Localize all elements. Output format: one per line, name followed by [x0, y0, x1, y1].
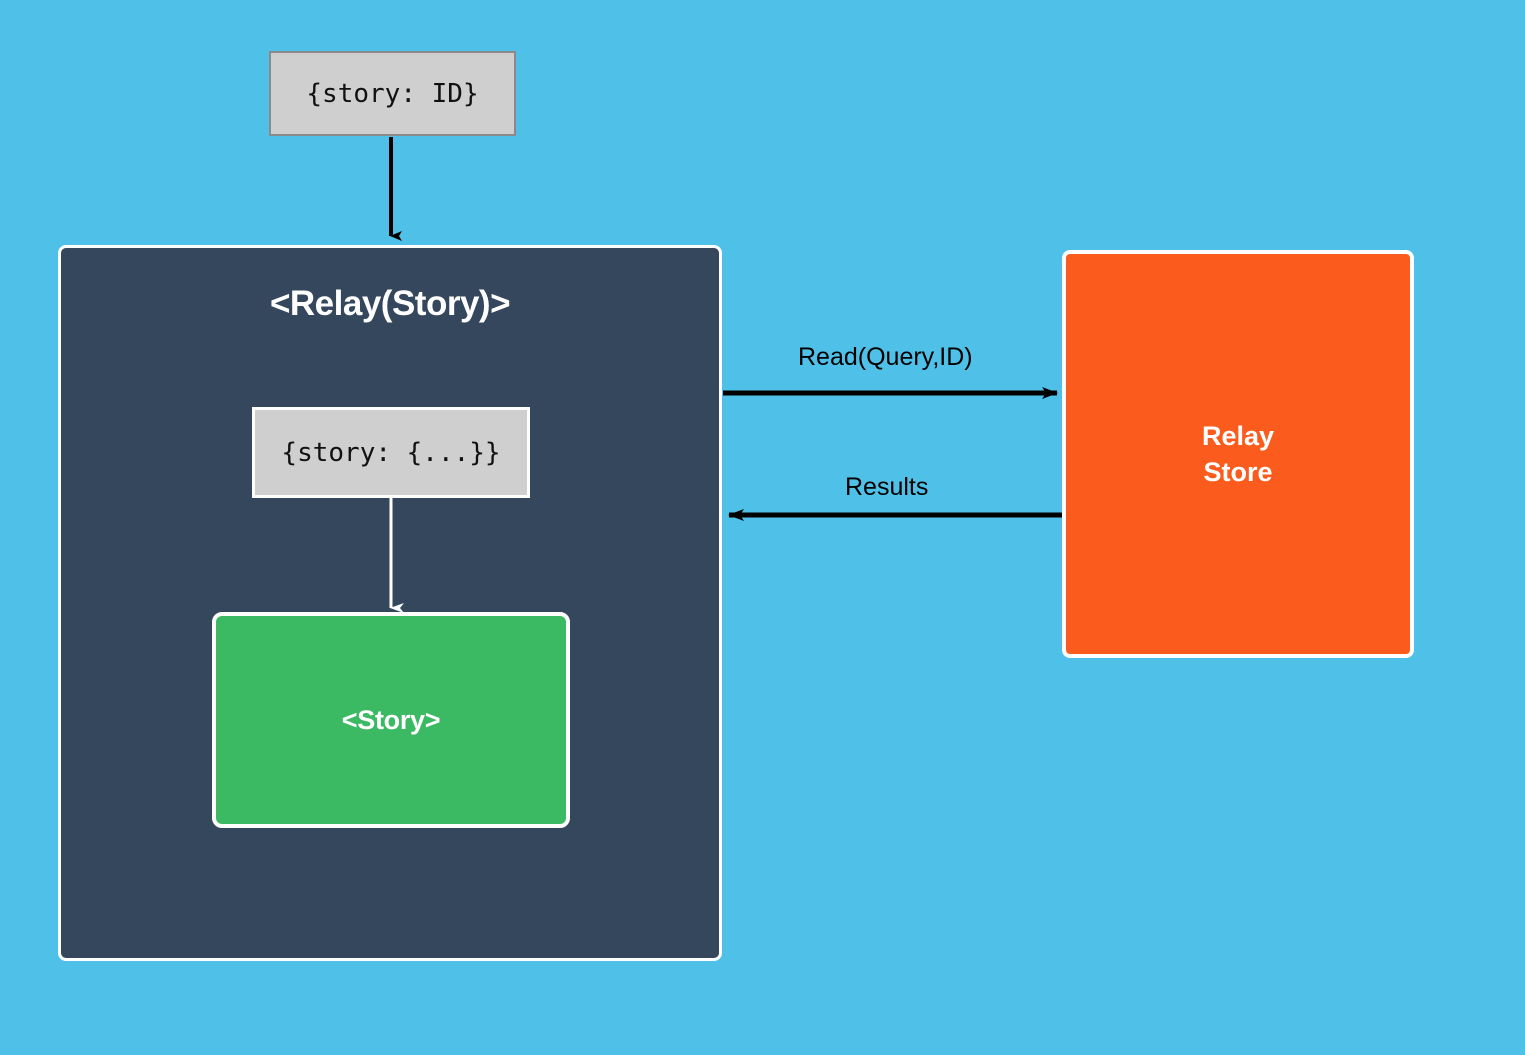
relay-story-title: <Relay(Story)> — [269, 284, 511, 323]
props-top-text: {story: ID} — [306, 78, 479, 109]
relay-store-label: Relay Store — [1201, 420, 1275, 487]
props-box-inner: {story: {...}} — [252, 407, 530, 498]
edge-label-read-query-id: Read(Query,ID) — [798, 343, 973, 371]
edge-label-results: Results — [845, 473, 929, 501]
relay-store-box: Relay Store — [1062, 250, 1414, 658]
story-component-box: <Story> — [212, 612, 570, 828]
story-component-label: <Story> — [341, 704, 441, 735]
props-box-top: {story: ID} — [269, 51, 516, 136]
props-inner-text: {story: {...}} — [281, 437, 501, 468]
relay-story-container: <Relay(Story)> — [58, 245, 722, 961]
